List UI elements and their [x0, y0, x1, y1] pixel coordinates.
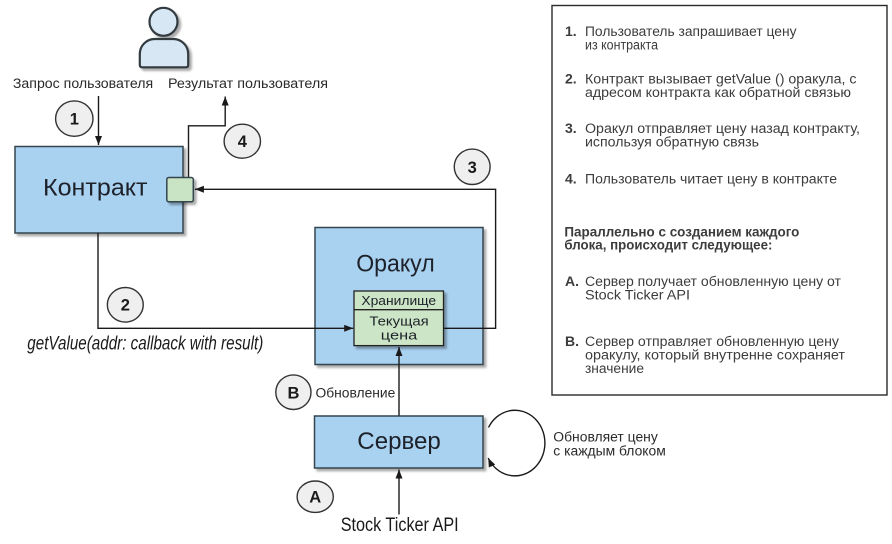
svg-text:из контракта: из контракта — [585, 37, 658, 52]
svg-text:Запрос пользователя: Запрос пользователя — [13, 76, 153, 91]
svg-text:1.: 1. — [565, 23, 577, 39]
svg-text:2: 2 — [121, 296, 130, 314]
svg-text:Контракт вызывает getValue (): Контракт вызывает getValue () оракула, с — [585, 71, 857, 86]
svg-text:Обновляет цену: Обновляет цену — [553, 430, 658, 445]
svg-text:4: 4 — [238, 133, 248, 151]
svg-text:Контракт: Контракт — [43, 175, 148, 202]
svg-text:getValue(addr: callback with r: getValue(addr: callback with result) — [27, 334, 263, 355]
svg-text:4.: 4. — [565, 171, 577, 187]
svg-text:Результат пользователя: Результат пользователя — [168, 76, 328, 91]
svg-text:B.: B. — [565, 333, 579, 349]
svg-text:Stock Ticker API: Stock Ticker API — [341, 514, 459, 536]
svg-text:Параллельно с созданием каждог: Параллельно с созданием каждого — [564, 224, 799, 239]
svg-text:Оракул: Оракул — [356, 251, 435, 278]
svg-text:A: A — [309, 489, 321, 507]
svg-text:3: 3 — [468, 159, 477, 177]
svg-text:Stock Ticker API: Stock Ticker API — [585, 287, 690, 302]
svg-text:Сервер получает обновленную це: Сервер получает обновленную цену от — [585, 274, 841, 289]
svg-text:Хранилище: Хранилище — [361, 293, 436, 308]
svg-text:1: 1 — [70, 111, 79, 129]
svg-text:Сервер: Сервер — [357, 428, 441, 455]
svg-text:оракулу, который внутренне сох: оракулу, который внутренне сохраняет — [585, 347, 845, 362]
svg-text:Пользователь запрашивает цену: Пользователь запрашивает цену — [585, 24, 797, 39]
svg-text:Обновление: Обновление — [316, 386, 396, 401]
svg-text:A.: A. — [565, 273, 579, 289]
svg-text:Текущая: Текущая — [369, 314, 428, 329]
svg-text:блока, происходит следующее:: блока, происходит следующее: — [564, 238, 772, 253]
svg-text:адресом контракта как обратной: адресом контракта как обратной связью — [585, 85, 851, 100]
svg-text:Пользователь читает цену в кон: Пользователь читает цену в контракте — [585, 172, 837, 187]
svg-text:3.: 3. — [565, 120, 577, 136]
svg-text:с каждым блоком: с каждым блоком — [553, 443, 666, 458]
svg-text:B: B — [287, 385, 299, 403]
svg-text:2.: 2. — [565, 70, 577, 86]
svg-text:Оракул отправляет цену назад к: Оракул отправляет цену назад контракту, — [585, 121, 860, 136]
svg-text:используя обратную связь: используя обратную связь — [585, 135, 759, 150]
svg-text:Сервер отправляет обновленную: Сервер отправляет обновленную цену — [585, 334, 839, 349]
svg-text:значение: значение — [585, 361, 644, 376]
svg-text:цена: цена — [381, 328, 418, 343]
